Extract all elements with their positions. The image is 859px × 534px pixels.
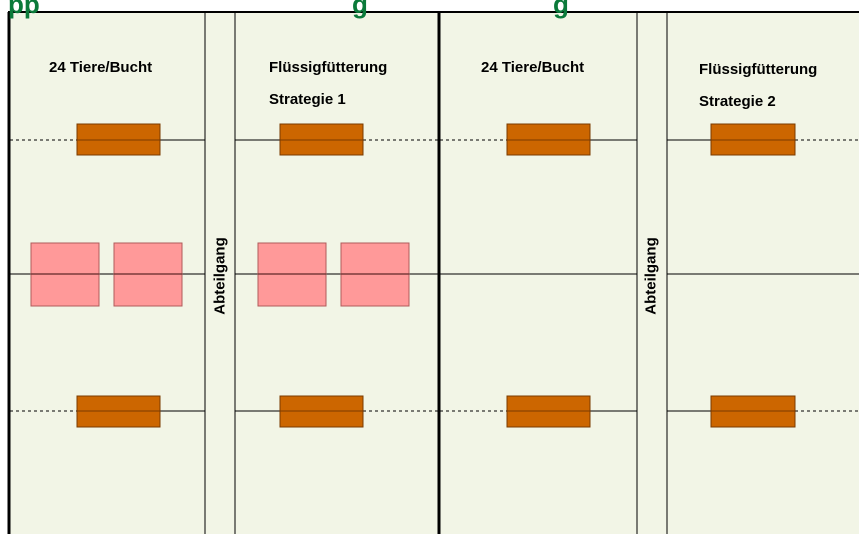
feeding-label-right: Flüssigfütterung [699,61,818,78]
title-fragment-3: g [553,0,569,19]
strategy-label-left: Strategie 1 [269,91,346,108]
pen-label-right: 24 Tiere/Bucht [481,59,585,76]
title-fragment-1: pp [8,0,40,19]
aisle-label-left: Abteilgang [211,237,229,315]
strategy-label-right: Strategie 2 [699,93,776,110]
pen-label-left: 24 Tiere/Bucht [49,59,153,76]
aisle-label-right: Abteilgang [642,237,660,315]
title-fragment-2: g [352,0,368,19]
feeding-label-left: Flüssigfütterung [269,59,388,76]
feeder-midlines [77,139,795,412]
